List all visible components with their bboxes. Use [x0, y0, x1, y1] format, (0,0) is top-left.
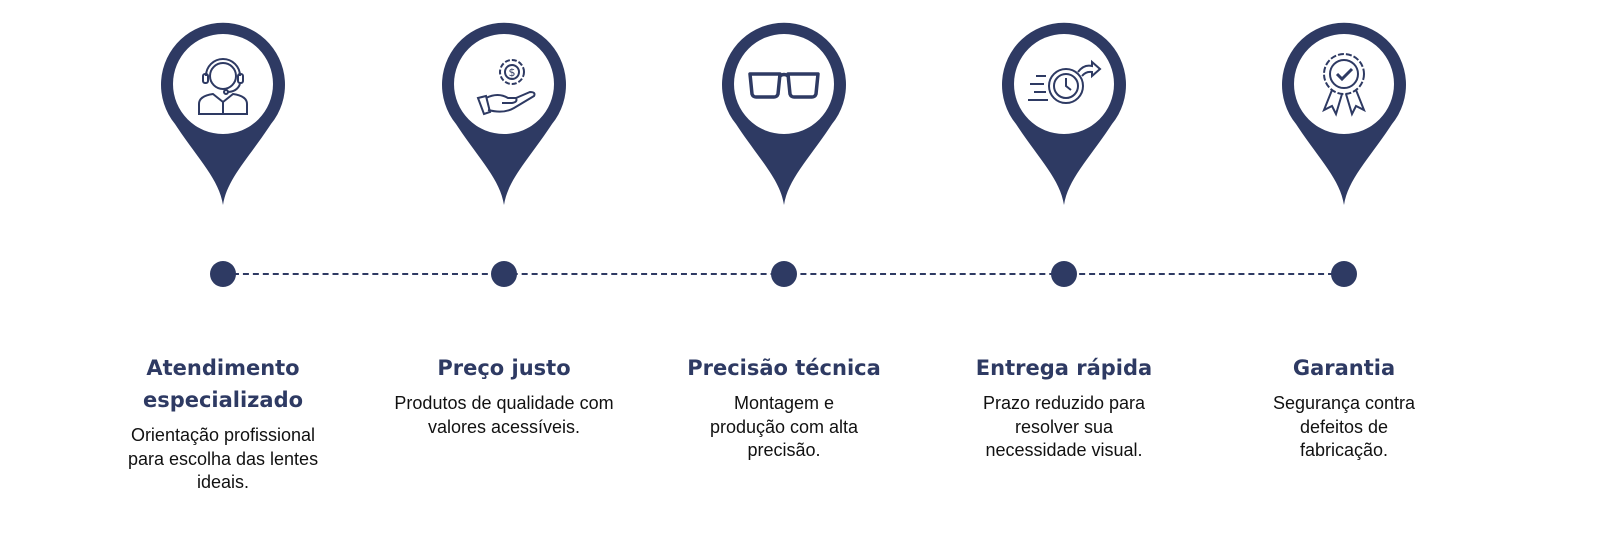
- step-title: Entrega rápida: [975, 356, 1153, 380]
- eyeglasses-icon: [748, 72, 820, 99]
- map-pin-warranty: [1282, 22, 1406, 205]
- timeline-dot: [1051, 261, 1077, 287]
- timeline-dot: [210, 261, 236, 287]
- step-atendimento: Atendimento especializado Orientação pro…: [103, 352, 343, 495]
- step-title: Precisão técnica: [687, 356, 881, 380]
- step-precisao: Precisão técnica Montagem e produção com…: [664, 352, 904, 463]
- timeline-dot: [491, 261, 517, 287]
- step-entrega: Entrega rápida Prazo reduzido para resol…: [944, 352, 1184, 463]
- map-pin-precision: [722, 22, 846, 205]
- step-preco: Preço justo Produtos de qualidade com va…: [384, 352, 624, 439]
- step-description: Montagem e produção com alta precisão.: [709, 393, 859, 460]
- map-pin-support: [161, 22, 285, 205]
- step-title: Atendimento especializado: [142, 356, 304, 412]
- timeline-dot: [771, 261, 797, 287]
- step-description: Produtos de qualidade com valores acessí…: [394, 393, 614, 437]
- map-pin-price: $: [442, 22, 566, 205]
- step-description: Segurança contra defeitos de fabricação.: [1272, 393, 1416, 460]
- step-garantia: Garantia Segurança contra defeitos de fa…: [1224, 352, 1464, 463]
- step-title: Preço justo: [437, 356, 571, 380]
- step-description: Orientação profissional para escolha das…: [127, 425, 319, 492]
- step-title: Garantia: [1292, 356, 1396, 380]
- timeline-dot: [1331, 261, 1357, 287]
- price-hand-gear-dollar-icon: $: [476, 59, 536, 116]
- step-description: Prazo reduzido para resolver sua necessi…: [982, 393, 1146, 460]
- map-pin-delivery: [1002, 22, 1126, 205]
- customer-support-headset-icon: [198, 58, 248, 115]
- svg-text:$: $: [509, 66, 516, 79]
- warranty-badge-icon: [1322, 53, 1366, 117]
- fast-delivery-clock-icon: [1028, 59, 1102, 104]
